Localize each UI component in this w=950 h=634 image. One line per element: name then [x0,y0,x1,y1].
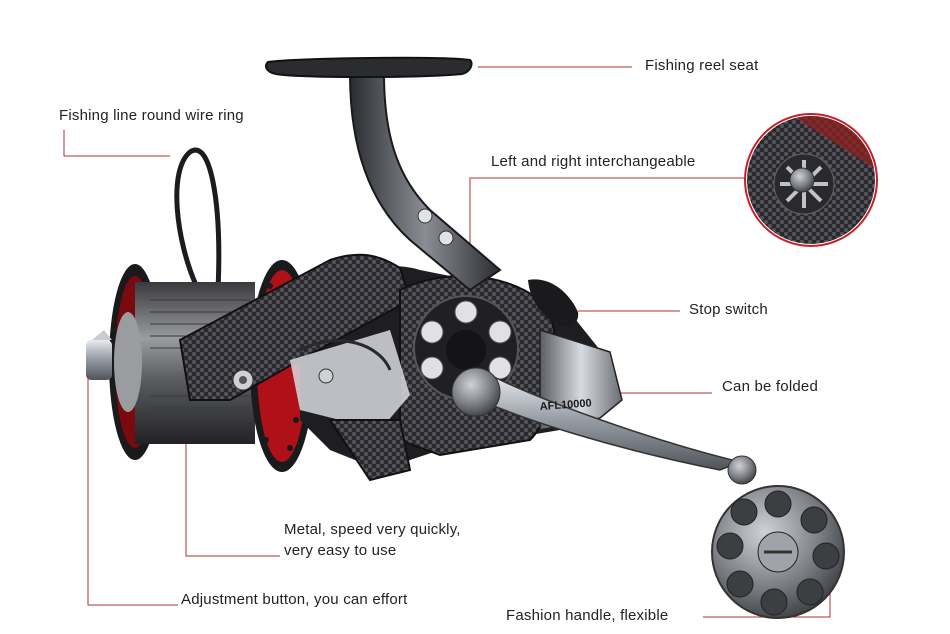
reel-handle [451,367,845,619]
callout-reel-seat: Fishing reel seat [645,57,759,74]
callout-stop-switch: Stop switch [689,301,768,318]
callout-metal-line2: very easy to use [284,542,397,559]
callout-adjustment: Adjustment button, you can effort [181,591,408,608]
callout-handle: Fashion handle, flexible [506,607,669,624]
callout-interchangeable: Left and right interchangeable [491,153,696,170]
drag-knob [86,340,112,380]
reel-stem [265,56,502,292]
model-label: AFL10000 [539,397,592,413]
bail-wire [174,147,222,291]
stop-switch [528,279,579,327]
callout-line-ring: Fishing line round wire ring [59,107,244,124]
callout-folded: Can be folded [722,378,819,395]
interchangeable-detail-inset [744,113,878,247]
callout-metal-line1: Metal, speed very quickly, [284,521,461,538]
